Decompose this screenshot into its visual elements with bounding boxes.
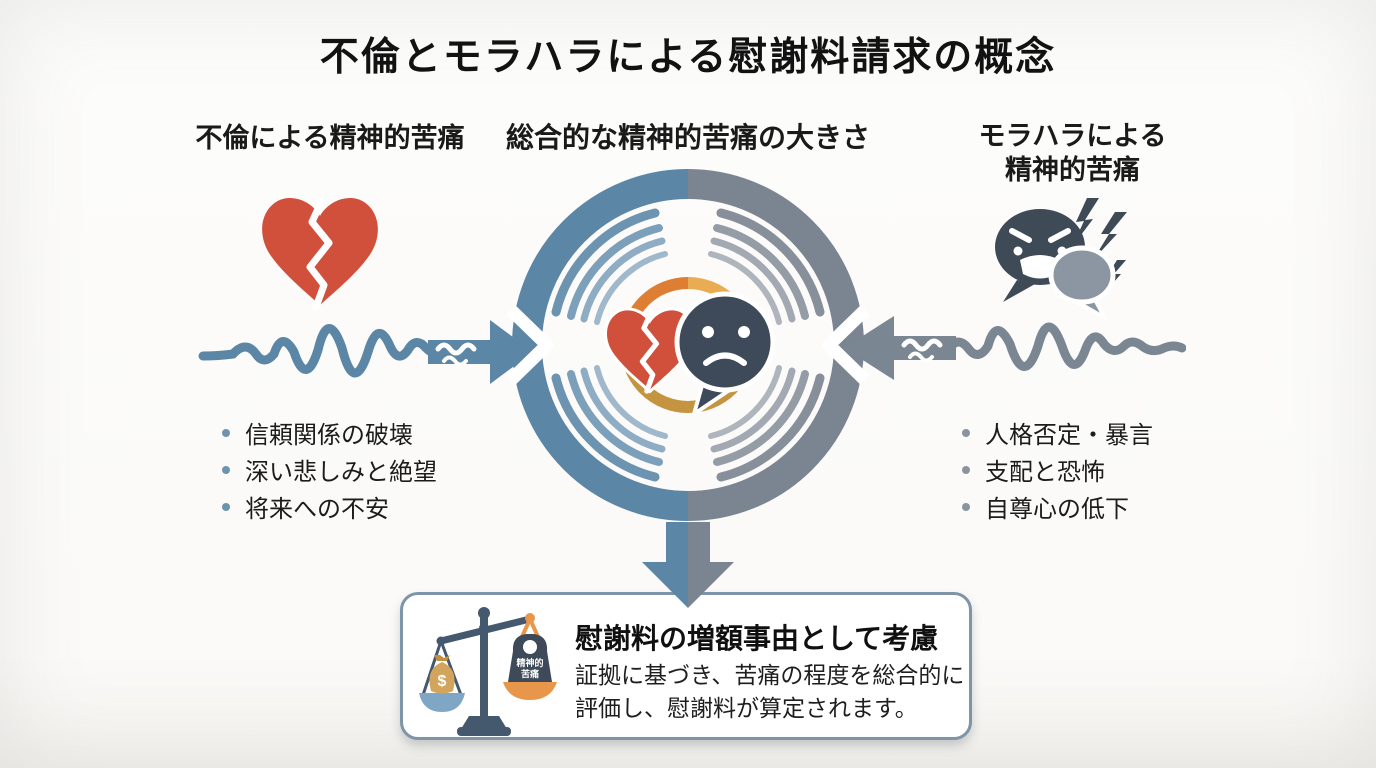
- result-body-line1: 証拠に基づき、苦痛の程度を総合的に: [575, 662, 965, 688]
- arrow-left-icon: [844, 316, 956, 380]
- bullet-dot: [962, 428, 970, 437]
- broken-heart-small-icon: [604, 307, 696, 394]
- bullet-text: 将来への不安: [245, 496, 389, 523]
- arrow-down-icon: [638, 522, 738, 612]
- arrow-right-icon: [428, 320, 533, 384]
- list-item: 支配と恐怖: [962, 451, 1153, 488]
- right-bullet-list: 人格否定・暴言 支配と恐怖 自尊心の低下: [962, 414, 1153, 525]
- list-item: 自尊心の低下: [962, 488, 1153, 525]
- weight-label-line2: 苦痛: [521, 668, 539, 679]
- money-bag-icon: $: [429, 655, 455, 694]
- distress-wave-right-icon: [838, 296, 1186, 400]
- left-section-heading: 不倫による精神的苦痛: [195, 123, 465, 153]
- bullet-dot: [222, 502, 230, 511]
- bullet-dot: [962, 502, 970, 511]
- bullet-dot: [222, 428, 230, 437]
- list-item: 将来への不安: [222, 488, 437, 525]
- list-item: 信頼関係の破壊: [222, 414, 437, 451]
- weight-label-line1: 精神的: [516, 657, 543, 668]
- bullet-text: 人格否定・暴言: [985, 422, 1153, 449]
- bullet-text: 深い悲しみと絶望: [245, 459, 437, 486]
- result-box: $ 精神的 苦痛 慰謝料の増額事由として考慮 証拠に基づき、苦痛の程度を総合的に…: [400, 592, 972, 740]
- right-heading-line2: 精神的苦痛: [1005, 155, 1140, 185]
- bullet-text: 信頼関係の破壊: [245, 422, 413, 449]
- result-box-body: 証拠に基づき、苦痛の程度を総合的に 評価し、慰謝料が算定されます。: [575, 659, 964, 725]
- broken-heart-icon: [250, 188, 390, 313]
- center-section-heading: 総合的な精神的苦痛の大きさ: [505, 122, 870, 153]
- sad-bubble-icon: [674, 291, 776, 416]
- list-item: 深い悲しみと絶望: [222, 451, 437, 488]
- left-bullet-list: 信頼関係の破壊 深い悲しみと絶望 将来への不安: [222, 414, 437, 525]
- money-symbol: $: [438, 673, 447, 690]
- distress-wave-left-icon: [198, 300, 538, 400]
- balance-scale-icon: $ 精神的 苦痛: [417, 599, 582, 739]
- bullet-dot: [962, 465, 970, 474]
- bullet-text: 自尊心の低下: [985, 496, 1129, 523]
- angry-bubble-icon: [965, 190, 1150, 375]
- list-item: 人格否定・暴言: [962, 414, 1153, 451]
- pain-rings-icon: [503, 160, 873, 530]
- bullet-text: 支配と恐怖: [985, 459, 1105, 486]
- weight-icon: 精神的 苦痛: [508, 634, 552, 682]
- result-body-line2: 評価し、慰謝料が算定されます。: [575, 695, 918, 721]
- right-heading-line1: モラハラによる: [978, 121, 1167, 151]
- result-box-title: 慰謝料の増額事由として考慮: [575, 623, 939, 654]
- right-section-heading: モラハラによる 精神的苦痛: [930, 119, 1215, 187]
- page-title: 不倫とモラハラによる慰謝料請求の概念: [319, 36, 1057, 79]
- bullet-dot: [222, 465, 230, 474]
